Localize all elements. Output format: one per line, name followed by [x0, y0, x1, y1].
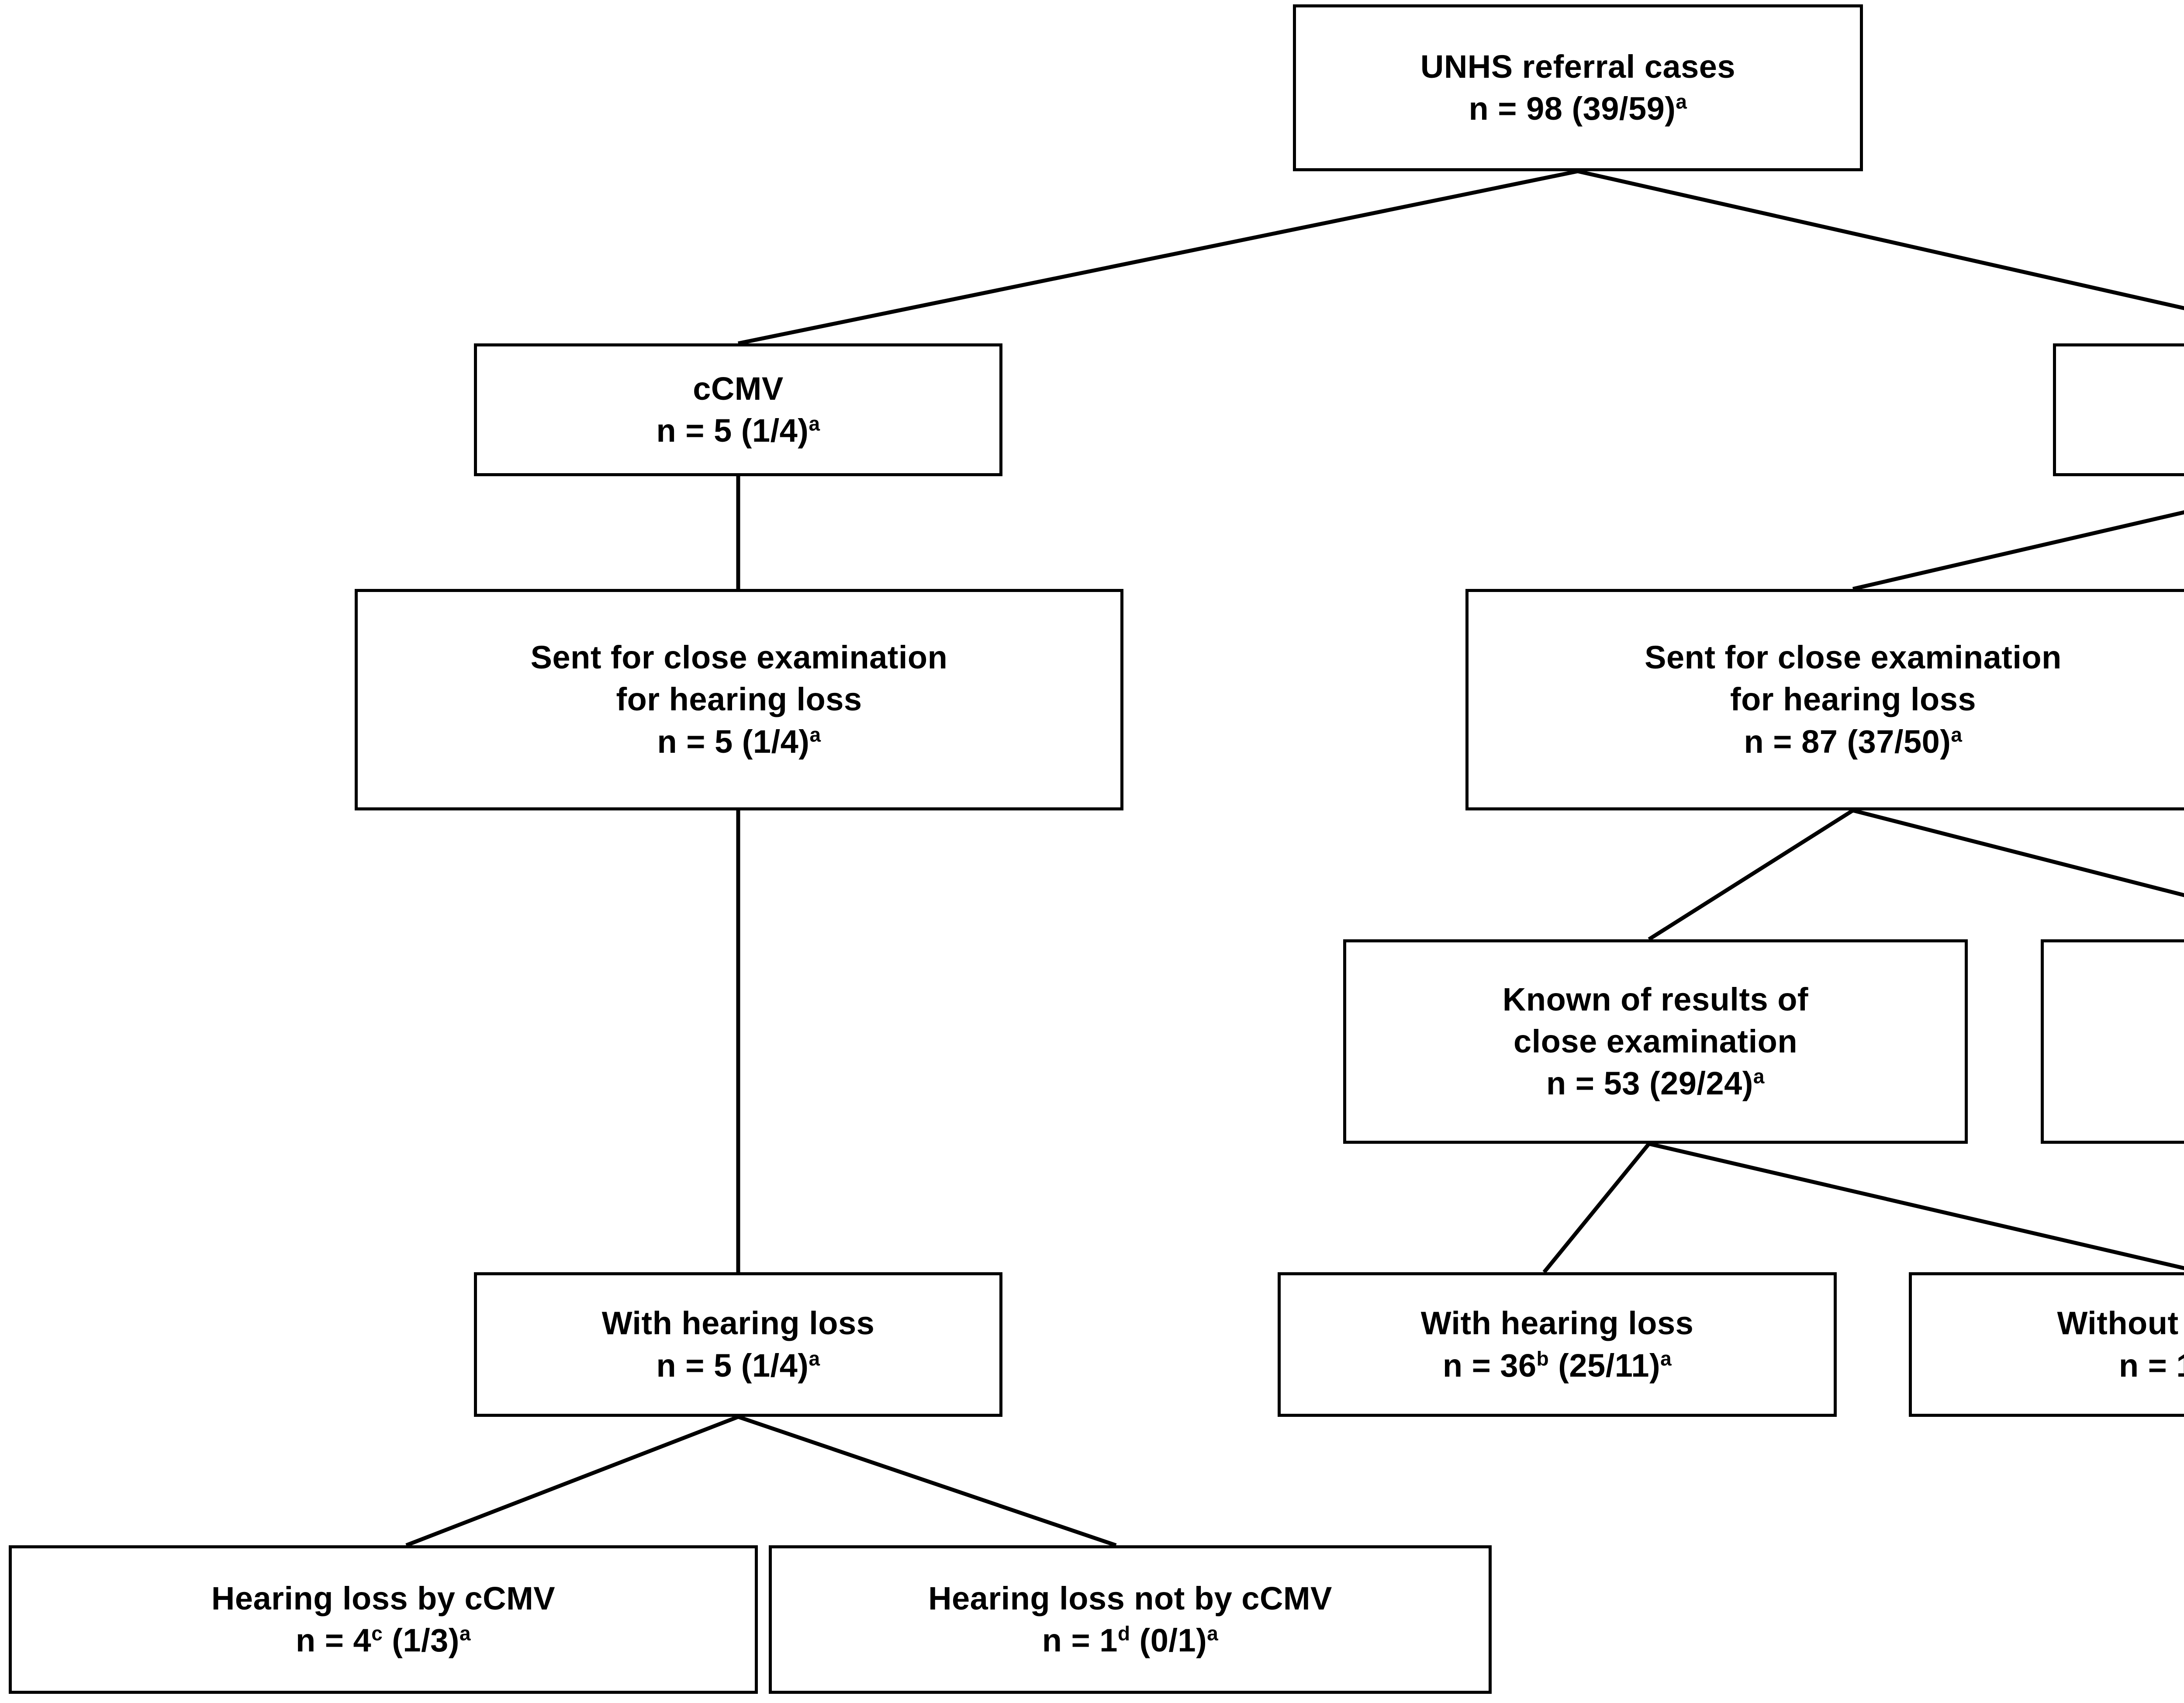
footnote-marker: d	[1117, 1622, 1130, 1645]
node-line: for hearing loss	[1730, 681, 1977, 718]
node-ccmv-with-hearing-loss: With hearing loss n = 5 (1/4)a	[474, 1272, 1002, 1417]
node-unhs-referral-cases: UNHS referral cases n = 98 (39/59)a	[1293, 4, 1863, 171]
node-line: Sent for close examination	[530, 639, 948, 676]
edge-unhs-to-nonccmv	[1577, 169, 2184, 311]
edge-unhs-to-ccmv	[738, 169, 1578, 346]
node-line: Sent for close examination	[1645, 639, 2062, 676]
edge-known-to-withouthl	[1648, 1142, 2184, 1270]
footnote-marker: a	[1753, 1065, 1765, 1088]
edge-withhl-to-hlnotbyccmv	[737, 1415, 1117, 1547]
node-hearing-loss-not-by-ccmv: Hearing loss not by cCMV n = 1d (0/1)a	[769, 1545, 1492, 1694]
edge-nonccmv-sent-to-known	[1648, 809, 1854, 941]
node-non-ccmv: Non-cCMV n = 93 (38/55)a	[2053, 343, 2184, 476]
node-line: n = 1d (0/1)a	[1042, 1622, 1219, 1658]
footnote-marker: a	[809, 412, 820, 435]
node-line: UNHS referral cases	[1420, 48, 1736, 85]
node-known-results: Known of results of close examination n …	[1343, 939, 1968, 1144]
node-line: n = 17 (4/13)a	[2118, 1347, 2184, 1384]
node-line: Without hearing loss	[2057, 1305, 2184, 1342]
node-line: n = 53 (29/24)a	[1546, 1065, 1765, 1102]
node-nonccmv-without-hearing-loss: Without hearing loss n = 17 (4/13)a	[1909, 1272, 2184, 1417]
node-line: Unknown of results of	[2182, 979, 2184, 1021]
node-line: close examination	[1513, 1023, 1798, 1059]
node-nonccmv-with-hearing-loss: With hearing loss n = 36b (25/11)a	[1278, 1272, 1837, 1417]
footnote-marker: a	[1676, 90, 1687, 113]
node-line: n = 4c (1/3)a	[296, 1622, 471, 1658]
edge-nonccmv-to-sent	[1852, 510, 2184, 591]
node-hearing-loss-by-ccmv: Hearing loss by cCMV n = 4c (1/3)a	[9, 1545, 758, 1694]
footnote-marker: a	[809, 723, 821, 746]
node-line: With hearing loss	[1420, 1305, 1694, 1342]
footnote-marker: a	[1951, 723, 1963, 746]
footnote-marker: a	[809, 1346, 820, 1370]
footnote-marker: c	[371, 1622, 383, 1645]
footnote-marker: b	[1536, 1346, 1549, 1370]
edge-known-to-withhl	[1542, 1142, 1651, 1274]
edge-nonccmv-sent-to-unknown	[1852, 808, 2184, 897]
node-line: n = 36b (25/11)a	[1442, 1346, 1672, 1384]
node-line: cCMV	[693, 370, 784, 407]
node-line: for hearing loss	[616, 681, 862, 718]
node-line: n = 87 (37/50)a	[1744, 723, 1963, 760]
node-line: n = 5 (1/4)a	[656, 412, 820, 449]
node-line: n = 5 (1/4)a	[657, 723, 821, 760]
node-line: Known of results of	[1502, 981, 1809, 1018]
footnote-marker: a	[1660, 1346, 1672, 1370]
node-line: n = 5 (1/4)a	[656, 1346, 820, 1384]
edge-withhl-to-hlbyccmv	[405, 1415, 739, 1547]
node-unknown-results: Unknown of results of close examination …	[2041, 939, 2184, 1144]
node-line: With hearing loss	[601, 1305, 875, 1342]
node-line: n = 98 (39/59)a	[1469, 90, 1687, 127]
node-line: Hearing loss not by cCMV	[928, 1580, 1332, 1616]
node-ccmv: cCMV n = 5 (1/4)a	[474, 343, 1002, 476]
footnote-marker: a	[1207, 1622, 1219, 1645]
node-ccmv-sent-for-examination: Sent for close examination for hearing l…	[355, 589, 1123, 810]
node-nonccmv-sent-for-examination: Sent for close examination for hearing l…	[1465, 589, 2184, 810]
node-line: Hearing loss by cCMV	[211, 1580, 556, 1616]
footnote-marker: a	[459, 1622, 471, 1645]
